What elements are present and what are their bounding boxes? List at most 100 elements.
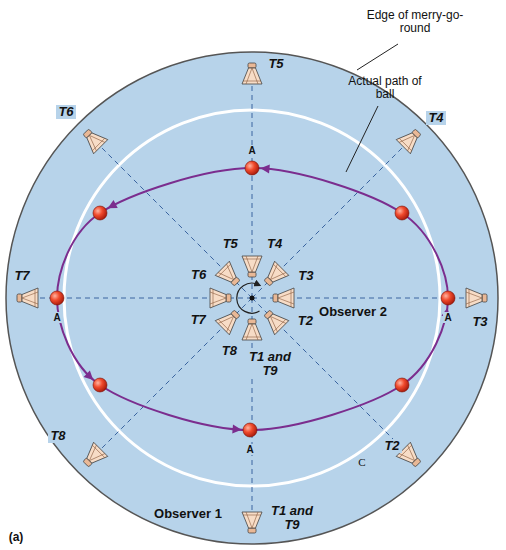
path-arrowhead <box>260 164 270 174</box>
time-label: T8 <box>220 344 239 358</box>
time-label: T1 and T9 <box>243 350 297 379</box>
eye-cone <box>242 68 262 84</box>
observer-eye <box>17 288 38 308</box>
time-label: T1 and T9 <box>264 504 320 533</box>
eye-detail <box>210 289 226 307</box>
ball <box>395 378 409 392</box>
eye-detail <box>243 256 261 272</box>
ball <box>395 206 409 220</box>
point-label: A <box>247 145 256 156</box>
leader-line <box>346 106 378 172</box>
eye-detail <box>83 443 107 467</box>
time-label: T4 <box>265 237 284 251</box>
eye-cone <box>22 288 38 308</box>
eye-detail <box>264 262 288 286</box>
eye-body <box>248 528 256 533</box>
eye-cone <box>82 128 107 153</box>
ball <box>93 206 107 220</box>
observer-eye <box>260 306 289 335</box>
eye-cone <box>278 288 294 308</box>
time-label: T3 <box>470 315 489 329</box>
time-label: T3 <box>296 269 315 283</box>
time-label: T6 <box>56 105 75 119</box>
time-label: T5 <box>266 57 285 71</box>
ball <box>243 423 257 437</box>
callout-text: Edge of merry-go-round <box>357 8 473 36</box>
eye-body <box>273 294 278 302</box>
observer-eye <box>242 319 262 340</box>
eye-cone <box>263 261 288 286</box>
observer-eye <box>79 125 108 154</box>
path-arrowhead <box>232 425 242 435</box>
eye-body <box>482 294 487 302</box>
eye-body <box>248 272 256 277</box>
eye-detail <box>83 129 107 153</box>
time-label: T7 <box>189 313 208 327</box>
rotation-arrow <box>237 283 260 313</box>
path-arrowhead <box>106 200 118 212</box>
eye-detail <box>243 324 261 340</box>
point-label: C <box>357 456 366 468</box>
ball <box>441 291 455 305</box>
observer-eye <box>215 306 244 335</box>
observer-eye <box>260 261 289 290</box>
eye-cone <box>263 309 288 334</box>
observer-eye <box>396 125 425 154</box>
eye-body <box>248 319 256 324</box>
time-label: T2 <box>382 439 401 453</box>
eye-detail <box>243 512 261 528</box>
point-label: A <box>52 312 61 323</box>
observer-eye <box>242 63 262 84</box>
observer-eye <box>242 512 262 533</box>
eye-body <box>226 294 231 302</box>
time-label: T6 <box>189 268 208 282</box>
eye-detail <box>216 310 240 334</box>
time-label: T5 <box>221 237 240 251</box>
eye-cone <box>215 261 240 286</box>
leader-line <box>357 44 398 70</box>
eye-body <box>248 63 256 68</box>
observer-eye <box>215 261 244 290</box>
ball <box>245 161 259 175</box>
point-label: A <box>245 444 254 455</box>
observer-label: Observer 1 <box>152 507 224 521</box>
eye-detail <box>22 289 38 307</box>
point-label: A <box>443 312 452 323</box>
eye-cone <box>396 128 421 153</box>
panel-label: (a) <box>9 531 24 544</box>
eye-cone <box>210 288 226 308</box>
eye-cone <box>242 256 262 272</box>
observer-eye <box>242 256 262 277</box>
eye-detail <box>278 289 294 307</box>
time-label: T8 <box>48 429 67 443</box>
ball-path <box>57 168 448 430</box>
eye-detail <box>397 129 421 153</box>
ball <box>93 378 107 392</box>
observer-label: Observer 2 <box>317 305 389 319</box>
eye-cone <box>242 512 262 528</box>
observer-eye <box>79 442 108 471</box>
time-label: T7 <box>12 269 31 283</box>
time-label: T2 <box>296 314 315 328</box>
eye-cone <box>215 309 240 334</box>
eye-detail <box>466 289 482 307</box>
callout-text: Actual path of ball <box>341 74 429 102</box>
eye-body <box>17 294 22 302</box>
eye-detail <box>264 310 288 334</box>
white-ring <box>64 110 440 486</box>
sight-line <box>101 298 252 449</box>
center-pivot <box>250 296 255 301</box>
eye-detail <box>216 262 240 286</box>
observer-eye <box>466 288 487 308</box>
observer-eye <box>273 288 294 308</box>
eye-cone <box>82 442 107 467</box>
observer-eye <box>210 288 231 308</box>
ball <box>50 291 64 305</box>
time-label: T4 <box>426 111 445 125</box>
merry-go-round-disc <box>6 52 498 544</box>
eye-detail <box>243 68 261 84</box>
eye-cone <box>242 324 262 340</box>
